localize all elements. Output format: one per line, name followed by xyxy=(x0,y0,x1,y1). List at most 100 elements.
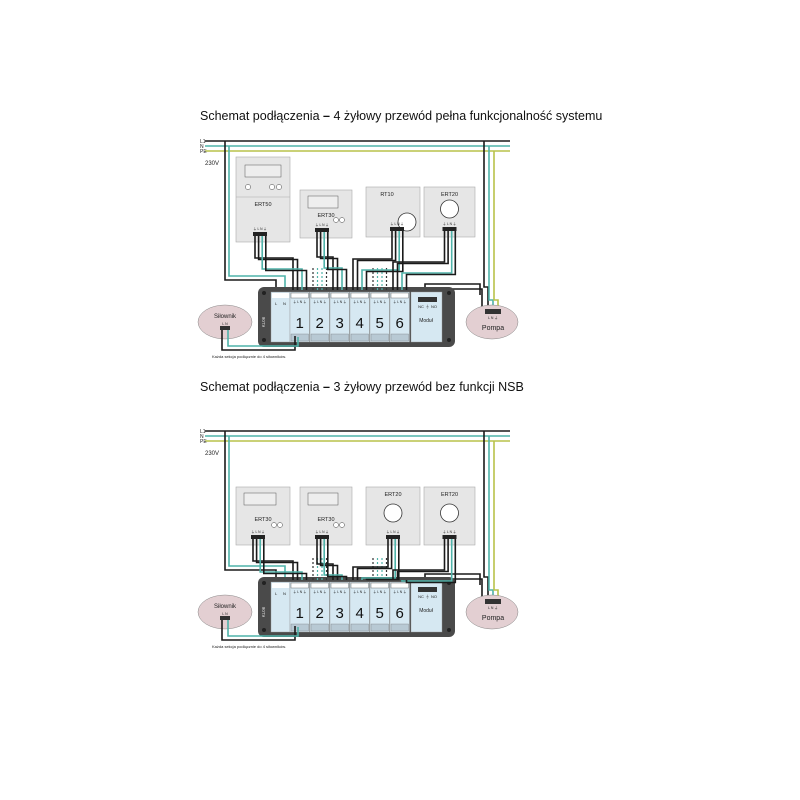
thermostat-wire-zone-1 xyxy=(257,236,299,290)
module-terminal-block xyxy=(418,587,437,592)
pump-neutral-wire xyxy=(488,146,494,311)
power-label-l: L xyxy=(275,301,278,306)
zone-section-1 xyxy=(289,581,310,633)
zone-number-5: 5 xyxy=(376,315,384,332)
module-label: Moduł xyxy=(419,608,434,614)
thermostat-ert30: ERT30⏚ L N ⏚ xyxy=(299,189,353,239)
pump-terminals: L N ⏚ xyxy=(488,315,498,320)
module-com-label: ⏚ xyxy=(426,303,430,309)
thermostat-terminal-block xyxy=(390,227,404,231)
bus-label-n: N xyxy=(200,434,204,440)
zone-section-3 xyxy=(329,291,350,343)
thermostat-wire-zone-1 xyxy=(252,539,294,580)
thermostat-wire-zone-6 xyxy=(401,231,453,290)
module-com-label: ⏚ xyxy=(426,593,430,599)
screw-icon xyxy=(447,291,451,295)
zone-terminal-block xyxy=(370,292,389,299)
zone-terminal-block xyxy=(310,582,329,589)
footnote: Każda sekcja podłącznie do 4 siłowników. xyxy=(212,354,286,359)
actuator-terminal-block xyxy=(330,623,349,632)
button-icon xyxy=(333,522,339,528)
zone-number-6: 6 xyxy=(396,605,404,622)
thermostat-ert20: ERT20⏚ L N ⏚ xyxy=(365,486,421,546)
actuator-terminal-block xyxy=(370,333,389,342)
supply-neutral-wire xyxy=(228,146,286,290)
footnote: Każda sekcja podłącznie do 4 siłowników. xyxy=(212,644,286,649)
zone-number-1: 1 xyxy=(296,315,304,332)
thermostat-wire-zone-3 xyxy=(319,232,339,290)
zone-section-5 xyxy=(369,581,390,633)
screw-icon xyxy=(262,338,266,342)
power-label-n: N xyxy=(283,591,286,596)
zone-terminal-block xyxy=(330,292,349,299)
zone-number-3: 3 xyxy=(336,315,344,332)
thermostat-name: ERT30 xyxy=(317,213,334,219)
actuator-label: Siłownik xyxy=(214,604,237,610)
zone-number-1: 1 xyxy=(296,605,304,622)
thermostat-terminal-labels: ⏚ L N ⏚ xyxy=(390,221,403,226)
thermostat-name: ERT30 xyxy=(254,517,271,523)
module-no-label: NO xyxy=(431,594,437,599)
thermostat-terminal-block xyxy=(386,535,400,539)
thermostat-wire-zone-6 xyxy=(401,539,453,582)
pump-pe-wire xyxy=(493,441,499,601)
zone-terminal-block xyxy=(390,292,409,299)
module-no-label: NO xyxy=(431,304,437,309)
actuator-live-wire xyxy=(221,620,296,641)
thermostat-ert30: ERT30 ⏚ L N ⏚ xyxy=(235,486,291,546)
actuator-terminal-block xyxy=(290,333,309,342)
zone-number-6: 6 xyxy=(396,315,404,332)
pump-terminal-block xyxy=(485,599,501,604)
thermostat-terminal-labels: ⏚ L N ⏚ xyxy=(386,529,399,534)
thermostat-wire-zone-4 xyxy=(356,231,397,290)
thermostat-terminal-labels: ⏚ L N ⏚ xyxy=(251,529,264,534)
zone-terminal-labels: ⏚ L N ⏚ xyxy=(333,589,346,594)
temperature-knob xyxy=(397,212,417,232)
actuator-terminal-block xyxy=(220,326,230,330)
thermostat-wire-zone-6 xyxy=(405,231,457,290)
pump-pe-wire xyxy=(493,151,499,311)
thermostat-ert20: ERT20⏚ L N ⏚ xyxy=(423,486,476,546)
bus-label-n: N xyxy=(200,144,204,150)
zone-terminal-block xyxy=(350,582,369,589)
zone-section-4 xyxy=(349,291,370,343)
thermostat-wire-zone-1 xyxy=(261,236,303,290)
button-icon xyxy=(269,184,275,190)
display-screen xyxy=(243,492,277,506)
module-nc-label: NC xyxy=(418,304,424,309)
diagram-1-title: Schemat podłączenia – 4 żyłowy przewód p… xyxy=(200,109,603,123)
thermostat-wire-zone-4 xyxy=(356,539,393,580)
controller-id: KL06 xyxy=(261,606,266,617)
supply-live-wire xyxy=(224,141,277,290)
temperature-knob xyxy=(440,503,459,523)
thermostat-wire-zone-1 xyxy=(262,539,308,580)
pump-neutral-wire xyxy=(488,436,494,601)
controller-id: KL06 xyxy=(261,316,266,327)
button-icon xyxy=(339,217,345,223)
display-screen xyxy=(307,492,339,506)
zone-section-4 xyxy=(349,581,370,633)
display-screen xyxy=(307,195,339,209)
zone-section-6 xyxy=(389,291,410,343)
actuator-terminal-block xyxy=(350,333,369,342)
thermostat-wire-zone-3 xyxy=(323,232,343,290)
screw-icon xyxy=(262,581,266,585)
actuator-label: Siłownik xyxy=(214,314,237,320)
actuator-terminal-block xyxy=(310,333,329,342)
zone-number-2: 2 xyxy=(316,315,324,332)
actuator-live-wire xyxy=(221,330,296,351)
voltage-label: 230V xyxy=(205,451,219,457)
actuator-neutral-wire xyxy=(227,330,299,347)
thermostat-wire-zone-1 xyxy=(264,236,308,290)
zone-number-5: 5 xyxy=(376,605,384,622)
power-label-n: N xyxy=(283,301,286,306)
pump-label: Pompa xyxy=(482,615,504,622)
bus-label-l1: L1 xyxy=(200,139,206,145)
button-icon xyxy=(276,184,282,190)
thermostat-wire-zone-4 xyxy=(365,539,400,581)
zone-terminal-labels: ⏚ L N ⏚ xyxy=(373,299,386,304)
zone-terminal-labels: ⏚ L N ⏚ xyxy=(353,299,366,304)
thermostat-wire-zone-4 xyxy=(365,231,404,290)
screw-icon xyxy=(447,628,451,632)
